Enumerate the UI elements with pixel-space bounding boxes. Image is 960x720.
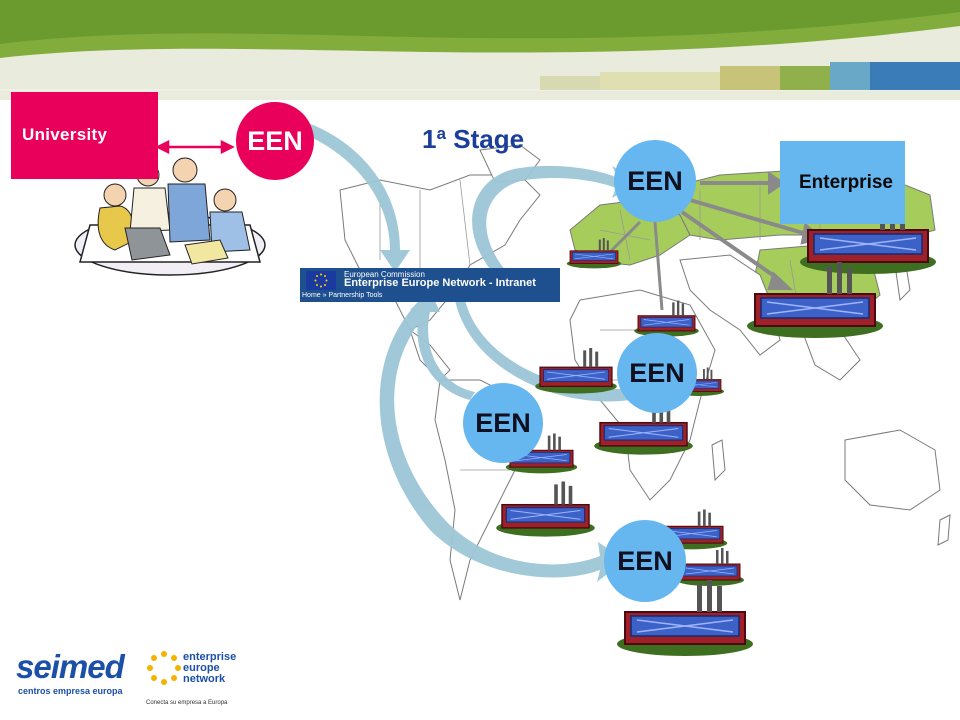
intranet-banner: European Commission Enterprise Europe Ne… <box>300 268 560 302</box>
map-madagascar <box>711 439 726 482</box>
een-node-africa: EEN <box>617 333 697 413</box>
factory-icon <box>495 480 596 538</box>
arrow-intranet-to-een4 <box>379 300 625 582</box>
een-logo-stars-icon <box>147 651 181 685</box>
seimed-logo-text: seimed <box>16 648 125 685</box>
map-australia <box>844 429 941 511</box>
university-een-link <box>155 139 235 155</box>
stage-title: 1ª Stage <box>422 124 525 154</box>
een-logo-text: enterprise europe network <box>183 652 243 685</box>
intranet-org-line: European Commission <box>344 270 425 279</box>
een-node-south-america: EEN <box>463 383 543 463</box>
map-north-america <box>339 174 541 331</box>
intranet-breadcrumb: Home » Partnership Tools <box>302 292 383 299</box>
university-label: University <box>22 125 108 144</box>
map-new-zealand <box>937 514 951 546</box>
seimed-logo-tagline: centros empresa europa <box>18 686 123 696</box>
een-logo-line: europe <box>183 662 220 674</box>
intranet-title: Enterprise Europe Network - Intranet <box>344 277 536 289</box>
een-logo-line: enterprise <box>183 651 237 663</box>
arrow-een3-to-intranet <box>410 290 475 400</box>
een-logo-tagline: Conecta su empresa a Europa <box>146 700 228 706</box>
enterprise-box <box>780 141 905 224</box>
eu-flag-icon <box>306 271 336 290</box>
university-box <box>11 92 158 179</box>
een-node-origin: EEN <box>236 102 314 180</box>
een-node-europe: EEN <box>614 140 696 222</box>
office-people-illustration <box>74 157 266 276</box>
header-band <box>0 0 960 100</box>
een-node-south: EEN <box>604 520 686 602</box>
een-logo-line: network <box>183 673 226 685</box>
enterprise-label: Enterprise <box>799 172 893 193</box>
